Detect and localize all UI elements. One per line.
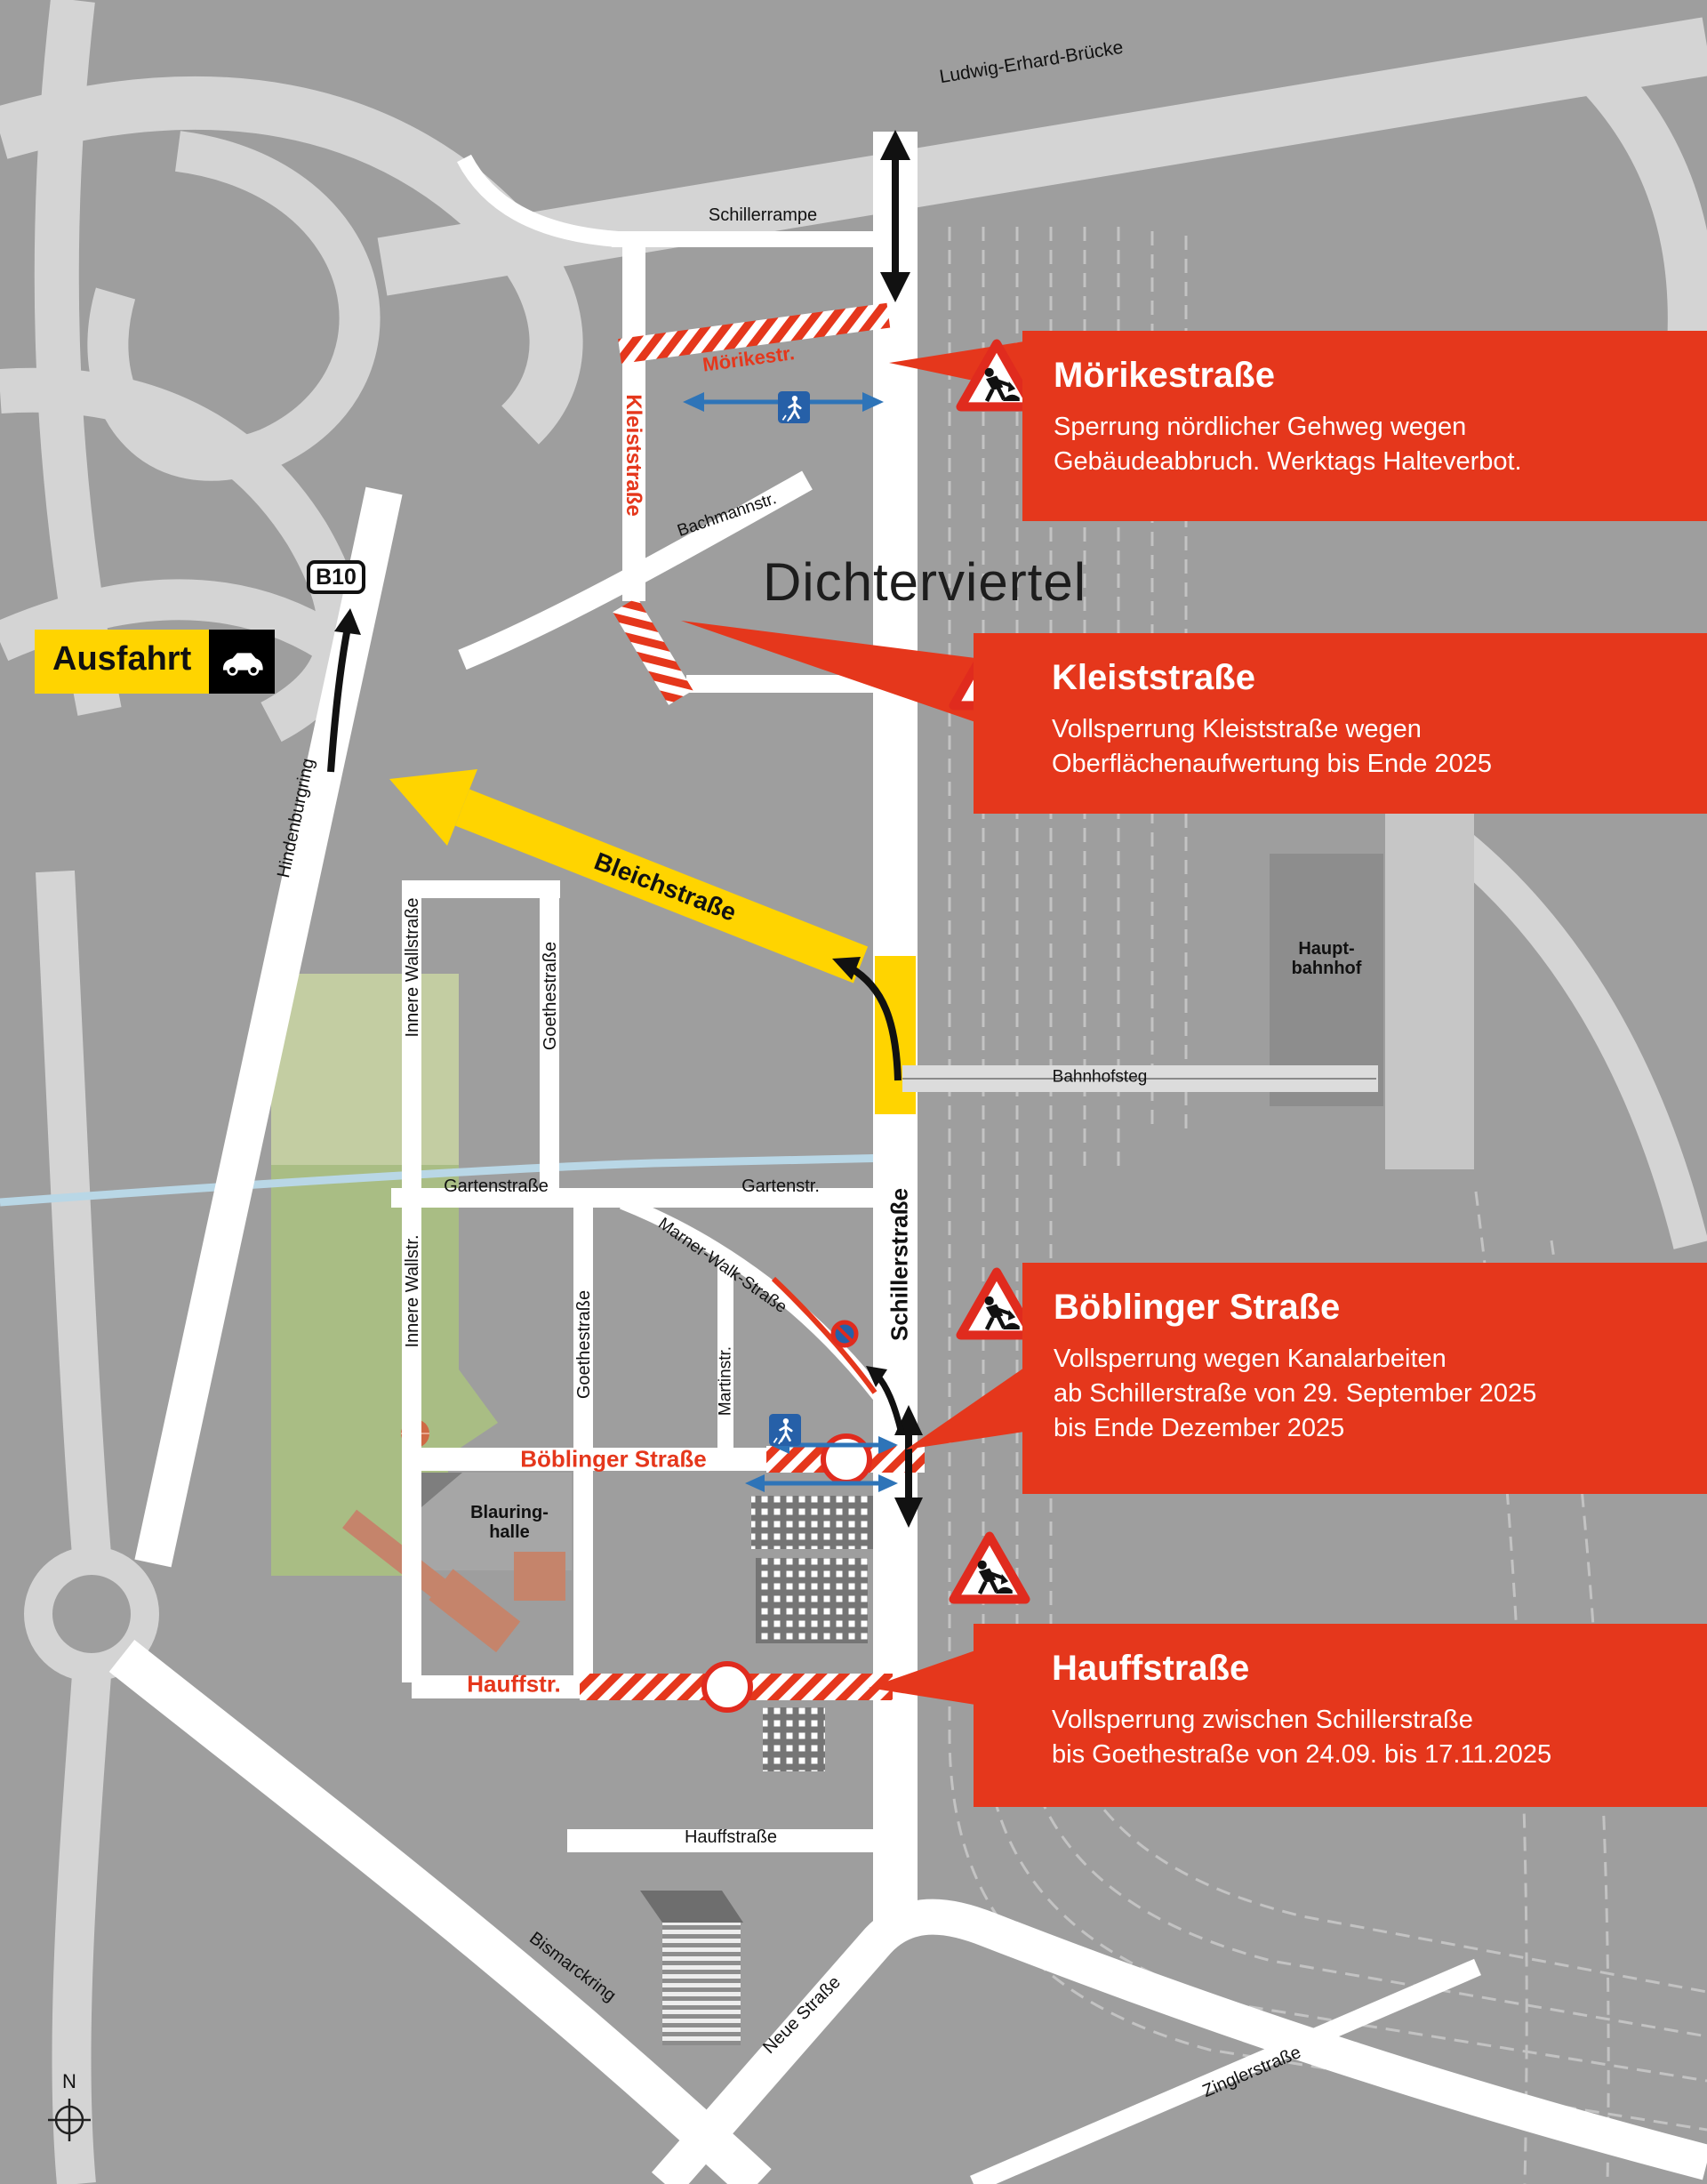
ausfahrt-sign: Ausfahrt: [35, 630, 276, 694]
highrise-tower: [640, 1891, 743, 2045]
callout-body: Vollsperrung Kleiststraße wegen Oberfläc…: [1052, 715, 1492, 779]
street-label-hauffstrasse: Hauffstraße: [684, 1827, 778, 1847]
callout-title: Mörikestraße: [1054, 356, 1275, 395]
street-label-gartenstr: Gartenstr.: [741, 1176, 820, 1196]
construction-site-circle: [701, 1661, 753, 1713]
callout-title: Hauffstraße: [1052, 1649, 1250, 1688]
street-label-schillerstrasse: Schillerstraße: [886, 1188, 913, 1341]
compass-rose-icon: [48, 2099, 91, 2141]
compass-n-label: N: [62, 2070, 76, 2092]
callout-body: Vollsperrung zwischen Schillerstraße bis…: [1052, 1706, 1552, 1770]
place-label-hauptbahnhof: Haupt- bahnhof: [1291, 939, 1362, 978]
buildings: [342, 809, 1474, 2045]
street-label-gartenstrasse: Gartenstraße: [444, 1176, 549, 1196]
hauptbahnhof-building: [1270, 854, 1383, 1106]
construction-sign-icon: [949, 1530, 1030, 1610]
callout-title: Kleiststraße: [1052, 658, 1255, 697]
callout-hauffstrasse: Hauffstraße Vollsperrung zwischen Schill…: [974, 1624, 1707, 1807]
callout-moerikestrasse: Mörikestraße Sperrung nördlicher Gehweg …: [1022, 331, 1707, 521]
b10-road-badge: B10: [307, 560, 365, 594]
street-label-bahnhofsteg: Bahnhofsteg: [1052, 1067, 1148, 1087]
stream: [0, 1153, 894, 1207]
street-label-goethestrasse-sued: Goethestraße: [574, 1289, 594, 1400]
callout-kleiststrasse: Kleiststraße Vollsperrung Kleiststraße w…: [974, 633, 1707, 814]
place-label-blauringhalle: Blauring- halle: [470, 1503, 549, 1542]
street-label-boeblinger-strasse: Böblinger Straße: [520, 1445, 707, 1473]
pedestrian-sign-icon: [769, 1414, 801, 1446]
street-label-kleiststrasse: Kleiststraße: [621, 394, 646, 517]
diversion-arrowhead: [389, 769, 477, 846]
callout-boeblinger-strasse: Böblinger Straße Vollsperrung wegen Kana…: [1022, 1263, 1707, 1494]
compass: N: [44, 2070, 94, 2149]
callout-body: Sperrung nördlicher Gehweg wegen Gebäude…: [1054, 413, 1522, 477]
bahnhofsteg-bridge: [902, 1065, 1378, 1092]
ausfahrt-label: Ausfahrt: [35, 630, 210, 694]
traffic-arrows: [327, 130, 923, 1528]
district-title: Dichterviertel: [762, 552, 1087, 612]
station-platforms: [1385, 809, 1474, 1169]
closure-markers: [701, 1276, 878, 1713]
marner-walk-closure-line: [771, 1276, 878, 1394]
school-buildings: [751, 1496, 876, 1771]
callout-body: Vollsperrung wegen Kanalarbeiten ab Schi…: [1054, 1345, 1537, 1443]
street-label-schillerrampe: Schillerrampe: [708, 205, 818, 225]
diversion-route: [389, 769, 916, 1114]
street-label-innere-wallstrasse: Innere Wallstraße: [403, 897, 422, 1038]
street-label-martinstr: Martinstr.: [716, 1345, 735, 1417]
street-label-innere-wallstr: Innere Wallstr.: [403, 1234, 422, 1348]
street-label-goethestrasse-nord: Goethestraße: [541, 941, 560, 1051]
car-icon: [209, 630, 276, 694]
pedestrian-sign-icon: [778, 391, 810, 423]
callout-title: Böblinger Straße: [1054, 1288, 1341, 1327]
street-label-hauffstr: Hauffstr.: [467, 1670, 561, 1698]
